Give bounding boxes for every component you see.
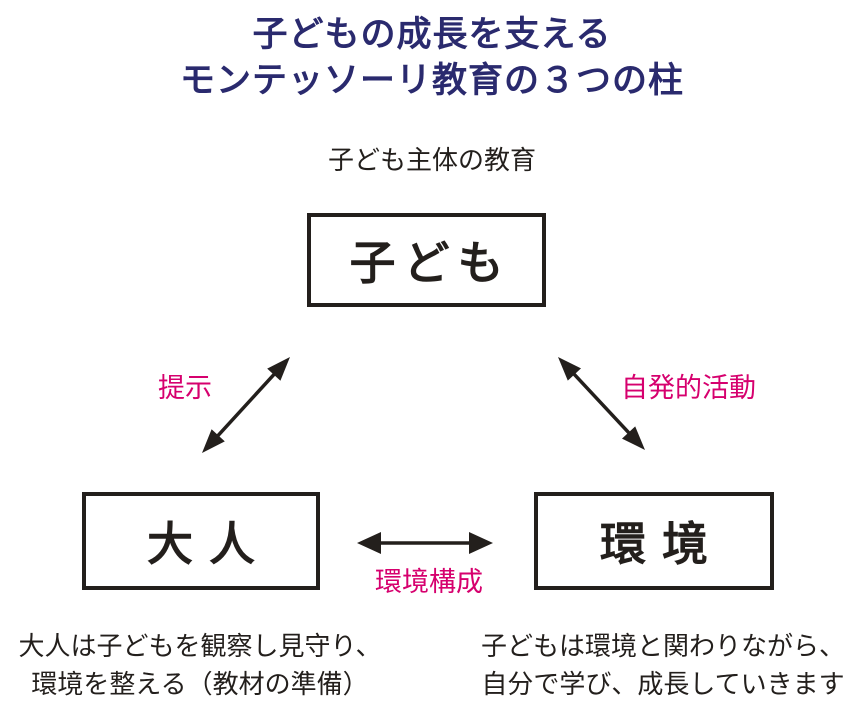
adult-note: 大人は子どもを観察し見守り、 環境を整える（教材の準備）	[0, 628, 400, 704]
spontaneous-activity-label: 自発的活動	[621, 373, 756, 404]
environment-node-label: 環境	[600, 517, 724, 571]
child-node: 子ども	[307, 213, 546, 307]
page-title-line2: モンテッソーリ教育の３つの柱	[179, 61, 684, 101]
environment-composition-arrow	[357, 532, 493, 554]
presentation-label: 提示	[158, 373, 212, 404]
spontaneous-activity-arrow	[558, 357, 645, 450]
page-title-line1: 子どもの成長を支える	[252, 15, 612, 55]
environment-note: 子どもは環境と関わりながら、 自分で学び、成長していきます	[461, 628, 864, 704]
adult-node-label: 大人	[147, 517, 271, 571]
environment-composition-label: 環境構成	[375, 567, 483, 598]
child-centered-caption: 子ども主体の教育	[327, 146, 536, 176]
page-title: 子どもの成長を支える モンテッソーリ教育の３つの柱	[0, 12, 864, 104]
environment-note-line1: 子どもは環境と関わりながら、	[480, 632, 845, 662]
adult-node: 大人	[82, 492, 320, 590]
adult-note-line1: 大人は子どもを観察し見守り、	[18, 632, 382, 662]
presentation-arrow	[202, 357, 290, 453]
environment-note-line2: 自分で学び、成長していきます	[481, 670, 845, 700]
adult-note-line2: 環境を整える（教材の準備）	[31, 670, 369, 700]
child-node-label: 子ども	[349, 236, 512, 290]
environment-node: 環境	[534, 492, 774, 590]
